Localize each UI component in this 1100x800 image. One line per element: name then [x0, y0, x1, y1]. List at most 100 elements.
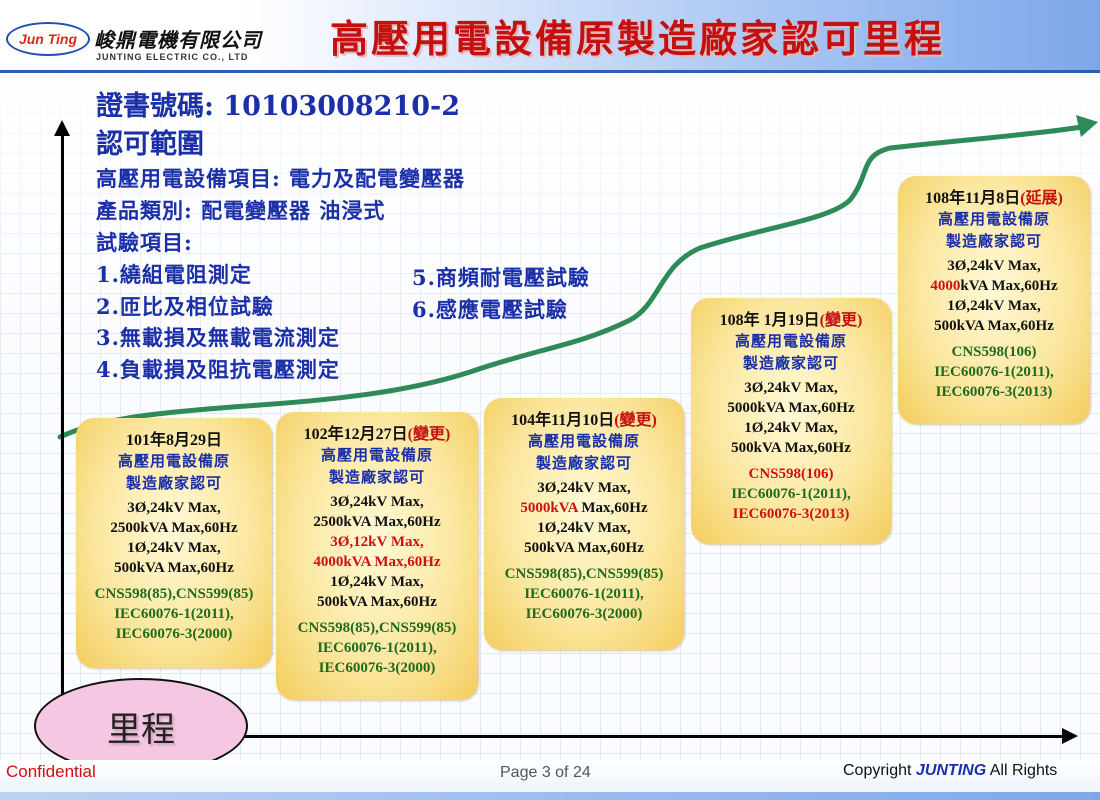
milestone-date: 108年11月8日(延展) — [898, 184, 1090, 208]
milestone-date: 102年12月27日(變更) — [276, 420, 478, 444]
spec-line: 4000kVA Max,60Hz — [898, 276, 1090, 296]
milestone-box: 104年11月10日(變更) 高壓用電設備原製造廠家認可 3Ø,24kV Max, 5… — [484, 398, 684, 650]
confidential-label: Confidential — [6, 762, 96, 781]
spec-line: 2500kVA Max,60Hz — [76, 518, 272, 538]
milestone-specs: 3Ø,24kV Max, 5000kVA Max,60Hz 1Ø,24kV Max,… — [484, 478, 684, 558]
spec-value: 500kVA Max,60Hz — [934, 318, 1054, 334]
spec-value: 500kVA Max,60Hz — [524, 540, 644, 556]
standard-line: IEC60076-1(2011), — [524, 586, 644, 602]
standard-line: CNS598(85),CNS599(85) — [297, 620, 457, 636]
spec-line: 500kVA Max,60Hz — [484, 538, 684, 558]
milestone-standards: CNS598(106) IEC60076-1(2011), IEC60076-3(2… — [691, 464, 891, 524]
milestone-cert-type: 高壓用電設備原 — [527, 432, 640, 450]
milestone-cert-type: 高壓用電設備原 — [320, 446, 433, 464]
standard-line: IEC60076-3(2013) — [732, 506, 850, 522]
spec-value: 500kVA Max,60Hz — [731, 440, 851, 456]
spec-line: 5000kVA Max,60Hz — [484, 498, 684, 518]
spec-value: 1Ø,24kV Max, — [127, 540, 221, 556]
test-item: 3.無載損及無載電流測定 — [96, 325, 340, 350]
company-name-cn: 峻鼎電機有限公司 — [94, 28, 262, 52]
y-axis-arrow-icon — [54, 120, 70, 136]
spec-value: 2500kVA Max,60Hz — [110, 520, 238, 536]
standard-line: CNS598(85),CNS599(85) — [504, 566, 664, 582]
milestone-date: 108年 1月19日(變更) — [691, 306, 891, 330]
milestone-cert-type: 製造廠家認可 — [328, 468, 425, 486]
logo-text: Jun Ting — [18, 31, 78, 47]
spec-line: 1Ø,24kV Max, — [76, 538, 272, 558]
milestone-cert-type: 製造廠家認可 — [125, 474, 222, 492]
milestone-date-text: 108年 1月19日 — [719, 312, 820, 329]
header-bar — [0, 0, 1100, 70]
milestone-box: 108年11月8日(延展) 高壓用電設備原製造廠家認可 3Ø,24kV Max, 40… — [898, 176, 1090, 424]
milestone-cert-type: 高壓用電設備原 — [117, 452, 230, 470]
spec-value: 4000 — [930, 278, 961, 294]
page-number: Page 3 of 24 — [500, 764, 591, 781]
milestone-label: 里程 — [107, 709, 175, 750]
product-category: 產品類別: 配電變壓器 油浸式 — [96, 198, 386, 223]
growth-curve-line — [57, 124, 1085, 440]
milestone-cert-type: 製造廠家認可 — [535, 454, 632, 472]
standard-line: IEC60076-1(2011), — [731, 486, 851, 502]
spec-value: 1Ø,24kV Max, — [537, 520, 631, 536]
scope-title: 認可範圍 — [96, 129, 204, 160]
standard-line: IEC60076-3(2000) — [525, 606, 643, 622]
standard-line: IEC60076-1(2011), — [934, 364, 1054, 380]
milestone-note: (變更) — [819, 312, 863, 329]
spec-value: 3Ø,24kV Max, — [947, 258, 1041, 274]
spec-line: 500kVA Max,60Hz — [76, 558, 272, 578]
milestone-date-text: 102年12月27日 — [303, 426, 408, 443]
milestone-date: 101年8月29日 — [76, 426, 272, 450]
spec-line: 4000kVA Max,60Hz — [276, 552, 478, 572]
spec-line: 1Ø,24kV Max, — [898, 296, 1090, 316]
spec-value: 3Ø,12kV Max, — [330, 534, 424, 550]
spec-value: 4000kVA Max,60Hz — [313, 554, 441, 570]
spec-value: 3Ø,24kV Max, — [330, 494, 424, 510]
copyright-prefix: Copyright — [843, 762, 916, 779]
spec-line: 2500kVA Max,60Hz — [276, 512, 478, 532]
spec-line: 500kVA Max,60Hz — [276, 592, 478, 612]
standard-line: IEC60076-3(2000) — [115, 626, 233, 642]
spec-line: 3Ø,24kV Max, — [898, 256, 1090, 276]
test-item: 2.匝比及相位試驗 — [96, 294, 274, 319]
x-axis — [245, 735, 1065, 738]
standard-line: IEC60076-3(2000) — [318, 660, 436, 676]
test-item: 6.感應電壓試驗 — [412, 297, 568, 322]
copyright-brand: JUNTING — [915, 762, 987, 779]
milestone-cert-type: 製造廠家認可 — [742, 354, 839, 372]
milestone-cert-type: 製造廠家認可 — [945, 232, 1042, 250]
spec-value: 1Ø,24kV Max, — [947, 298, 1041, 314]
spec-line: 500kVA Max,60Hz — [898, 316, 1090, 336]
milestone-box: 102年12月27日(變更) 高壓用電設備原製造廠家認可 3Ø,24kV Max, 2… — [276, 412, 478, 700]
test-item: 4.負載損及阻抗電壓測定 — [96, 357, 340, 382]
spec-line: 3Ø,24kV Max, — [484, 478, 684, 498]
milestone-cert-type: 高壓用電設備原 — [937, 210, 1050, 228]
spec-value: 3Ø,24kV Max, — [537, 480, 631, 496]
standard-line: CNS598(106) — [748, 466, 834, 482]
milestone-date: 104年11月10日(變更) — [484, 406, 684, 430]
standard-line: CNS598(85),CNS599(85) — [94, 586, 254, 602]
test-items-label: 試驗項目: — [96, 230, 193, 255]
spec-line: 3Ø,12kV Max, — [276, 532, 478, 552]
spec-value: 5000kVA — [520, 500, 578, 516]
standard-line: IEC60076-3(2013) — [935, 384, 1053, 400]
growth-curve-arrow-icon — [1076, 115, 1098, 137]
spec-line: 1Ø,24kV Max, — [691, 418, 891, 438]
spec-line: 1Ø,24kV Max, — [484, 518, 684, 538]
standard-line: CNS598(106) — [951, 344, 1037, 360]
standard-line: IEC60076-1(2011), — [317, 640, 437, 656]
spec-line: 3Ø,24kV Max, — [691, 378, 891, 398]
milestone-standards: CNS598(106) IEC60076-1(2011), IEC60076-3(2… — [898, 342, 1090, 402]
company-logo-icon: Jun Ting — [6, 22, 90, 56]
header-divider — [0, 70, 1100, 73]
spec-line: 3Ø,24kV Max, — [276, 492, 478, 512]
certificate-number: 證書號碼: 10103008210-2 — [96, 91, 461, 122]
milestone-date-text: 108年11月8日 — [925, 190, 1021, 207]
slide-title: 高壓用電設備原製造廠家認可里程 — [330, 16, 946, 61]
milestone-standards: CNS598(85),CNS599(85) IEC60076-1(2011), IE… — [484, 564, 684, 624]
spec-value: 1Ø,24kV Max, — [330, 574, 424, 590]
test-item: 1.繞組電阻測定 — [96, 262, 252, 287]
milestone-specs: 3Ø,24kV Max, 2500kVA Max,60Hz 3Ø,12kV Max,… — [276, 492, 478, 612]
spec-value: 2500kVA Max,60Hz — [313, 514, 441, 530]
